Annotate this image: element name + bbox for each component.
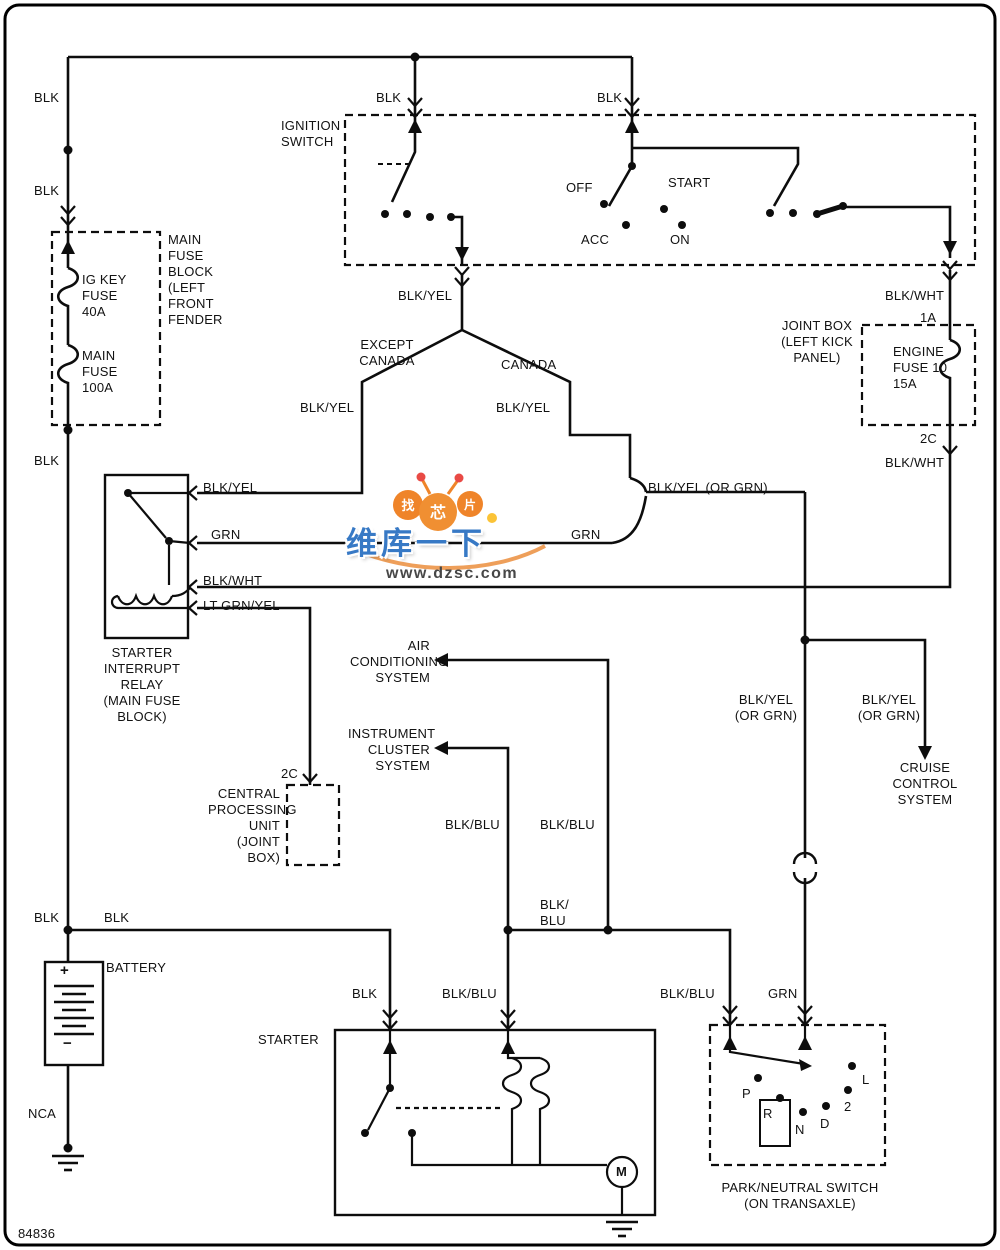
label-or-grn-right: BLK/YEL (OR GRN) [857,692,921,723]
label-pns-2: 2 [844,1099,852,1114]
label-blk-blu-2line: BLK/ BLU [540,897,569,928]
label-pin-2c-right: 2C [920,431,938,446]
label-grn-mid: GRN [571,527,601,542]
logo-bubble-1 [393,490,423,520]
label-blk-top-mid: BLK [376,90,402,105]
label-battery: BATTERY [106,960,167,975]
label-blk-left-2: BLK [34,183,60,198]
label-acc: ACC [581,232,610,247]
label-cruise: CRUISE CONTROL SYSTEM [892,760,958,807]
label-blk-wht-top: BLK/WHT [885,288,945,303]
label-start: START [668,175,711,190]
label-ac-system: AIR CONDITIONING SYSTEM [350,638,449,685]
label-or-grn-left: BLK/YEL (OR GRN) [734,692,798,723]
relay-internals [110,491,191,610]
label-blk-batt: BLK [104,910,130,925]
starter-box [333,1028,657,1217]
label-engine-fuse: ENGINE FUSE 10 15A [893,344,948,391]
label-blk-yel-right: BLK/YEL [496,400,551,415]
label-diagram-code: 84836 [18,1226,56,1241]
relay-box [103,473,190,640]
cpu-box [285,783,341,867]
logo-bubble-2 [419,493,457,531]
solid-boxes [43,473,657,1217]
label-blk-starter: BLK [352,986,378,1001]
label-wm-brand: 维库一下 [346,526,486,561]
label-joint-box: JOINT BOX (LEFT KICK PANEL) [781,318,853,365]
dashed-boxes [50,113,977,1167]
label-blk-blu-a: BLK/BLU [445,817,500,832]
ignition-switch-box [343,113,977,267]
label-relay-caption: STARTER INTERRUPT RELAY (MAIN FUSE BLOCK… [103,645,181,724]
watermark-logo: 找 芯 片 [351,472,546,570]
label-except-canada: EXCEPT CANADA [359,337,415,368]
label-blk-yel-left: BLK/YEL [300,400,355,415]
logo-bubble-3 [457,491,483,517]
logo-char-1: 找 [401,498,414,513]
label-ignition-switch: IGNITION SWITCH [281,118,341,149]
ground-symbol-battery [52,1154,84,1172]
label-batt-minus: − [63,1035,72,1052]
label-on: ON [670,232,690,247]
label-motor-m: M [616,1164,628,1179]
label-lt-grn-yel: LT GRN/YEL [203,598,280,613]
label-batt-plus: + [60,962,69,979]
connector-marks [60,97,958,1031]
logo-char-3: 片 [464,497,476,512]
battery-plates [54,984,94,1036]
label-grn-pns: GRN [768,986,798,1001]
label-blk-yel-relay: BLK/YEL [203,480,258,495]
label-blk-wht-relay: BLK/WHT [203,573,263,588]
label-blk-left-3: BLK [34,453,60,468]
label-cpu: CENTRAL PROCESSING UNIT (JOINT BOX) [208,786,297,865]
page-border [3,3,997,1247]
label-main-fuse-block: MAIN FUSE BLOCK (LEFT FRONT FENDER [168,232,223,327]
label-pns-p: P [742,1086,751,1101]
battery-symbol [43,960,105,1067]
inline-connector [792,851,818,885]
ground-symbol-starter [606,1220,638,1238]
label-blk-wht-mid: BLK/WHT [885,455,945,470]
label-pns-d: D [820,1116,830,1131]
label-grn-relay: GRN [211,527,241,542]
label-canada: CANADA [501,357,557,372]
label-blk-yel-or-grn: BLK/YEL (OR GRN) [648,480,768,495]
label-wm-url: www.dzsc.com [386,565,519,582]
joint-box-box [860,323,977,427]
junction-dots [63,52,856,1153]
label-pns-l: L [862,1072,870,1087]
label-ig-key-fuse: IG KEY FUSE 40A [82,272,127,319]
label-pns-n: N [795,1122,805,1137]
label-pin-1a: 1A [920,310,937,325]
arrowheads [61,119,957,1071]
label-nca: NCA [28,1106,57,1121]
label-pin-2c-left: 2C [281,766,299,781]
park-neutral-box [708,1023,887,1167]
label-off: OFF [566,180,593,195]
label-pns-caption: PARK/NEUTRAL SWITCH (ON TRANSAXLE) [721,1180,879,1211]
label-starter: STARTER [258,1032,319,1047]
label-blk-top-left: BLK [34,90,60,105]
label-blk-blu-starter: BLK/BLU [442,986,497,1001]
label-blk-top-right: BLK [597,90,623,105]
label-blk-blu-pns: BLK/BLU [660,986,715,1001]
label-pns-r: R [763,1106,773,1121]
label-blk-low-left: BLK [34,910,60,925]
label-blk-blu-b: BLK/BLU [540,817,595,832]
label-instrument-cluster: INSTRUMENT CLUSTER SYSTEM [348,726,436,773]
main-fuse-block-box [50,230,162,427]
label-blk-yel-main: BLK/YEL [398,288,453,303]
label-main-fuse: MAIN FUSE 100A [82,348,118,395]
logo-char-2: 芯 [430,503,446,522]
